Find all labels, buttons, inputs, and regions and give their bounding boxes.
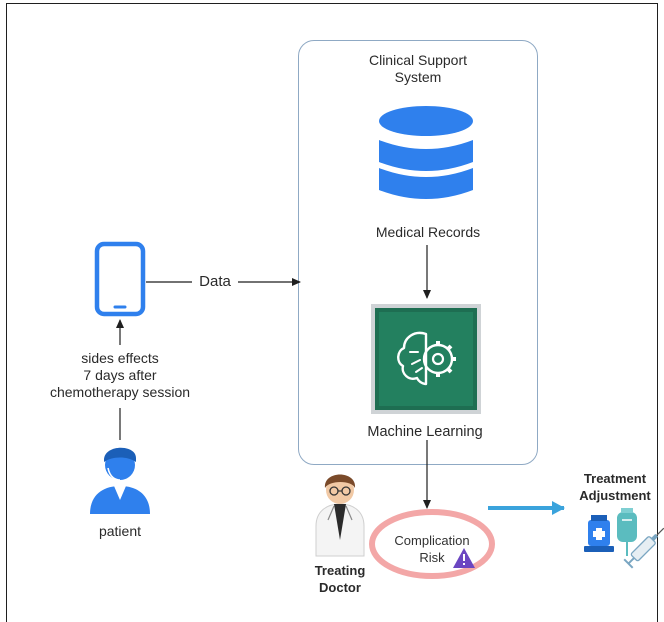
- treatment-adjustment-label: Treatment Adjustment: [566, 470, 664, 504]
- css-title-line2: System: [394, 69, 442, 85]
- doctor-label-line1: Treating: [314, 563, 366, 578]
- syringe-icon: [623, 527, 664, 569]
- machine-learning-brain-gear-icon: [371, 304, 481, 414]
- clinical-support-system-title: Clinical Support System: [338, 52, 498, 86]
- symptom-line3: chemotherapy session: [49, 384, 191, 400]
- symptom-line1: sides effects: [81, 350, 159, 366]
- medicine-icon: [584, 515, 614, 552]
- warning-triangle-icon: [453, 548, 475, 568]
- risk-label-line2: Risk: [419, 550, 445, 565]
- complication-risk-label: Complication Risk: [377, 532, 487, 566]
- iv-bag-icon: [617, 508, 637, 556]
- patient-person-icon: [90, 447, 150, 514]
- treatment-label-line2: Adjustment: [579, 488, 651, 503]
- smartphone-icon: [94, 241, 146, 317]
- symptom-description: sides effects 7 days after chemotherapy …: [40, 350, 200, 401]
- treatment-label-line1: Treatment: [583, 471, 647, 486]
- patient-label: patient: [98, 523, 142, 539]
- treating-doctor-label: Treating Doctor: [300, 562, 380, 596]
- medical-records-label: Medical Records: [375, 224, 481, 240]
- machine-learning-label: Machine Learning: [367, 424, 483, 440]
- doctor-icon: [315, 474, 365, 557]
- doctor-label-line2: Doctor: [319, 580, 361, 595]
- symptom-line2: 7 days after: [83, 367, 157, 383]
- outer-frame: [6, 3, 658, 622]
- database-icon: [379, 106, 473, 199]
- risk-label-line1: Complication: [394, 533, 470, 548]
- data-arrow-label: Data: [192, 273, 238, 290]
- css-title-line1: Clinical Support: [368, 52, 468, 68]
